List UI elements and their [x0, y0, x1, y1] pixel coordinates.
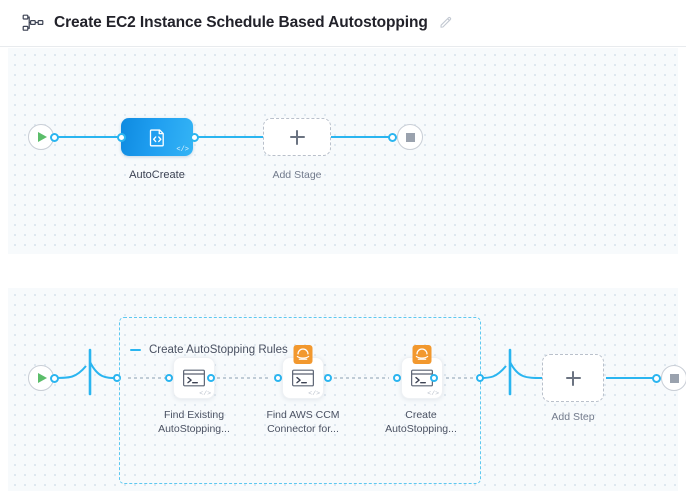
- add-stage-label: Add Stage: [272, 169, 322, 181]
- step-code-badge: </>: [199, 390, 211, 397]
- plus-icon-vertical: [572, 370, 574, 386]
- step-node-create-autostopping[interactable]: </>: [401, 345, 443, 399]
- step3-input-port[interactable]: [393, 374, 401, 382]
- step-code-badge: </>: [427, 390, 439, 397]
- aws-icon: [293, 345, 313, 364]
- step-canvas[interactable]: Create AutoStopping Rules </> Find Exist…: [8, 288, 686, 491]
- stage-start-output-port[interactable]: [50, 373, 59, 383]
- group-entry-port[interactable]: [113, 374, 121, 382]
- autocreate-input-port[interactable]: [117, 132, 126, 142]
- pipeline-start-node[interactable]: [28, 124, 54, 150]
- end-input-port[interactable]: [388, 132, 397, 142]
- start-output-port[interactable]: [50, 132, 59, 142]
- shell-terminal-icon: [292, 369, 314, 387]
- step1-input-port[interactable]: [165, 374, 173, 382]
- stop-icon: [669, 373, 679, 383]
- stage-node-label: AutoCreate: [129, 169, 185, 181]
- group-exit-port[interactable]: [476, 374, 484, 382]
- stage-canvas[interactable]: </> AutoCreate Add Stage: [8, 48, 678, 254]
- aws-icon: [412, 345, 432, 364]
- pipeline-nodes-icon: [22, 14, 44, 32]
- autocreate-output-port[interactable]: [190, 132, 199, 142]
- stage-code-badge: </>: [176, 146, 189, 154]
- plus-icon-vertical: [296, 129, 298, 145]
- step3-output-port[interactable]: [430, 374, 438, 382]
- step2-output-port[interactable]: [324, 374, 332, 382]
- code-template-icon: [149, 128, 164, 146]
- stage-node-autocreate[interactable]: </>: [121, 118, 193, 156]
- step-node-find-aws-ccm[interactable]: </>: [282, 345, 324, 399]
- add-step-label: Add Step: [551, 411, 595, 423]
- stage-end-node[interactable]: [661, 365, 686, 391]
- step2-input-port[interactable]: [274, 374, 282, 382]
- stage-end-input-port[interactable]: [652, 373, 661, 383]
- page-title: Create EC2 Instance Schedule Based Autos…: [54, 14, 428, 31]
- step-group-create-autostopping-rules[interactable]: Create AutoStopping Rules: [119, 317, 481, 484]
- play-icon: [38, 373, 47, 383]
- add-stage-button[interactable]: [263, 118, 331, 156]
- step-group-header: Create AutoStopping Rules: [130, 344, 288, 356]
- minus-icon[interactable]: [130, 349, 141, 351]
- step-group-title: Create AutoStopping Rules: [149, 344, 288, 356]
- shell-terminal-icon: [183, 369, 205, 387]
- step-code-badge: </>: [308, 390, 320, 397]
- shell-terminal-icon: [411, 369, 433, 387]
- stage-edges: [54, 136, 392, 138]
- step1-output-port[interactable]: [207, 374, 215, 382]
- step-edges: [53, 348, 656, 396]
- add-step-button[interactable]: [542, 354, 604, 402]
- pipeline-end-node[interactable]: [397, 124, 423, 150]
- page-header: Create EC2 Instance Schedule Based Autos…: [0, 0, 686, 47]
- edit-pencil-icon[interactable]: [439, 16, 453, 30]
- play-icon: [38, 132, 47, 142]
- stop-icon: [405, 132, 415, 142]
